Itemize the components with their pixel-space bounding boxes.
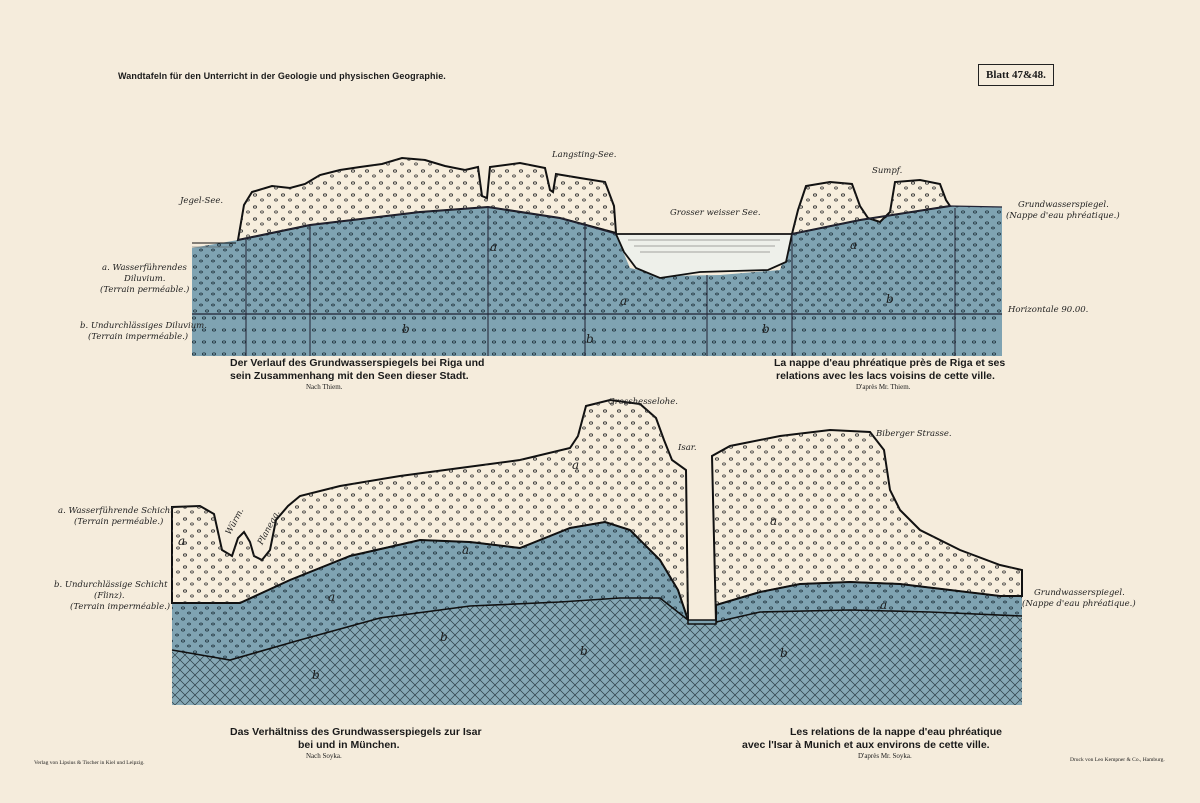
label-nappe-top: (Nappe d'eau phréatique.) xyxy=(1006,211,1120,221)
letter-a-b2: a xyxy=(328,590,336,604)
letter-a-1: a xyxy=(490,240,498,254)
caption-fr-top-2: relations avec les lacs voisins de cette… xyxy=(776,370,995,382)
label-horizontale: Horizontale 90.00. xyxy=(1008,305,1089,315)
printer-imprint: Druck von Leo Kempner & Co., Hamburg. xyxy=(1070,757,1165,763)
letter-b-1: b xyxy=(402,322,410,336)
letter-b-3: b xyxy=(762,322,770,336)
label-isar: Isar. xyxy=(678,443,697,453)
source-de-bottom: Nach Soyka. xyxy=(306,752,342,760)
legend-b-bottom-1: b. Undurchlässige Schicht xyxy=(54,580,168,590)
caption-de-bottom-1: Das Verhältniss des Grundwasserspiegels … xyxy=(230,726,482,738)
label-grundwasserspiegel-top: Grundwasserspiegel. xyxy=(1018,200,1109,210)
caption-fr-top-1: La nappe d'eau phréatique près de Riga e… xyxy=(774,357,1006,369)
letter-b-b1: b xyxy=(312,668,320,682)
label-grundwasserspiegel-bottom: Grundwasserspiegel. xyxy=(1034,588,1125,598)
legend-a-top-3: (Terrain perméable.) xyxy=(100,285,190,295)
label-grosshesselohe: Grosshesselohe. xyxy=(608,397,678,407)
letter-a-b4: a xyxy=(572,458,580,472)
legend-b-top-2: (Terrain imperméable.) xyxy=(88,332,189,342)
riga-section xyxy=(192,156,1003,356)
letter-b-4: b xyxy=(886,292,894,306)
legend-b-bottom-3: (Terrain imperméable.) xyxy=(70,602,171,612)
munich-section xyxy=(171,398,1023,705)
letter-a-b5: a xyxy=(770,514,778,528)
source-fr-top: D'après Mr. Thiem. xyxy=(856,383,911,391)
letter-a-3: a xyxy=(850,238,858,252)
letter-a-b1: a xyxy=(178,534,186,548)
source-de-top: Nach Thiem. xyxy=(306,383,343,391)
legend-a-bottom-1: a. Wasserführende Schicht. xyxy=(58,506,177,516)
lake-grosser-weisser-see xyxy=(614,233,794,279)
label-biberger-strasse: Biberger Strasse. xyxy=(876,429,952,439)
legend-b-bottom-2: (Flinz). xyxy=(94,591,125,601)
source-fr-bottom: D'après Mr. Soyka. xyxy=(858,752,912,760)
letter-b-b2: b xyxy=(440,630,448,644)
label-nappe-bottom: (Nappe d'eau phréatique.) xyxy=(1022,599,1136,609)
legend-b-top-1: b. Undurchlässiges Diluvium. xyxy=(80,321,207,331)
water-table-line-top xyxy=(237,205,1003,241)
caption-de-top-1: Der Verlauf des Grundwasserspiegels bei … xyxy=(230,357,485,369)
sheet-number: Blatt 47&48. xyxy=(978,64,1054,86)
letter-a-b3: a xyxy=(462,543,470,557)
letter-a-2: a xyxy=(620,294,628,308)
label-sumpf: Sumpf. xyxy=(872,166,903,176)
letter-a-b6: a xyxy=(880,598,888,612)
legend-a-bottom-2: (Terrain perméable.) xyxy=(74,517,164,527)
caption-de-top-2: sein Zusammenhang mit den Seen dieser St… xyxy=(230,370,469,382)
publisher-imprint: Verlag von Lipsius & Tischer in Kiel und… xyxy=(34,760,145,766)
letter-b-2: b xyxy=(586,332,594,346)
caption-de-bottom-2: bei und in München. xyxy=(298,739,400,751)
label-jegel-see: Jegel-See. xyxy=(180,196,224,206)
legend-a-top-2: Diluvium. xyxy=(124,274,166,284)
letter-b-b3: b xyxy=(580,644,588,658)
label-grosser-weisser-see: Grosser weisser See. xyxy=(670,208,761,218)
letter-b-b4: b xyxy=(780,646,788,660)
series-title: Wandtafeln für den Unterricht in der Geo… xyxy=(118,71,446,81)
caption-fr-bottom-2: avec l'Isar à Munich et aux environs de … xyxy=(742,739,990,751)
legend-a-top-1: a. Wasserführendes xyxy=(102,263,187,273)
caption-fr-bottom-1: Les relations de la nappe d'eau phréatiq… xyxy=(790,726,1002,738)
isar-channel xyxy=(687,619,717,625)
label-langsting-see: Langsting-See. xyxy=(552,150,617,160)
